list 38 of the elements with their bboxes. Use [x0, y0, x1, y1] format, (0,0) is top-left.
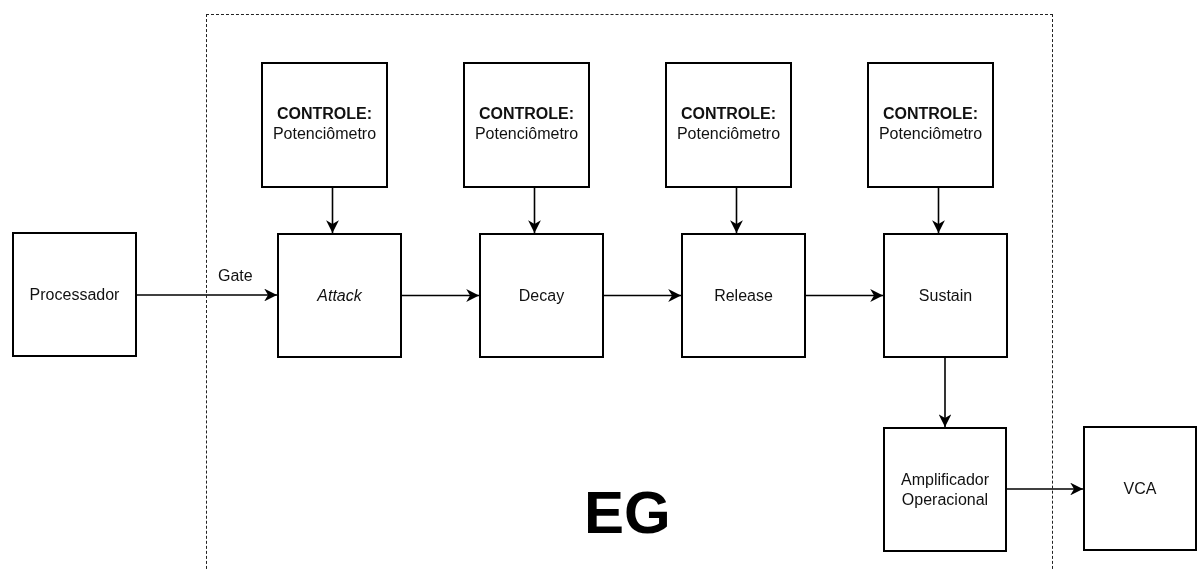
box-label: VCA — [1123, 478, 1157, 499]
arrow — [528, 187, 541, 234]
arrow — [401, 289, 480, 302]
arrow — [932, 187, 945, 234]
arrow — [1006, 482, 1084, 496]
group-title: EG — [584, 478, 671, 548]
process-box — [277, 233, 402, 358]
arrow — [730, 187, 743, 234]
process-box — [1083, 426, 1197, 551]
box-label: Decay — [518, 285, 565, 306]
process-box — [883, 233, 1008, 358]
arrow — [136, 288, 278, 302]
arrow — [603, 289, 682, 302]
box-label: Amplificador Operacional — [900, 469, 990, 510]
control-box — [867, 62, 994, 188]
box-label: Sustain — [918, 285, 973, 306]
process-box — [12, 232, 137, 357]
control-heading: CONTROLE: — [276, 104, 373, 124]
control-box — [463, 62, 590, 188]
control-heading: CONTROLE: — [882, 104, 979, 124]
control-box — [261, 62, 388, 188]
box-label: Processador — [29, 284, 120, 305]
arrow — [326, 187, 339, 234]
control-text: Potenciômetro — [474, 124, 579, 144]
control-heading: CONTROLE: — [680, 104, 777, 124]
control-text: Potenciômetro — [676, 124, 781, 144]
arrow — [938, 357, 952, 428]
arrow — [805, 289, 884, 302]
control-text: Potenciômetro — [272, 124, 377, 144]
control-heading: CONTROLE: — [478, 104, 575, 124]
process-box — [681, 233, 806, 358]
dashed-group-frame — [206, 14, 1053, 569]
process-box — [479, 233, 604, 358]
box-label: Attack — [317, 285, 362, 306]
control-box — [665, 62, 792, 188]
box-label: Release — [714, 285, 773, 306]
control-text: Potenciômetro — [878, 124, 983, 144]
process-box — [883, 427, 1007, 552]
